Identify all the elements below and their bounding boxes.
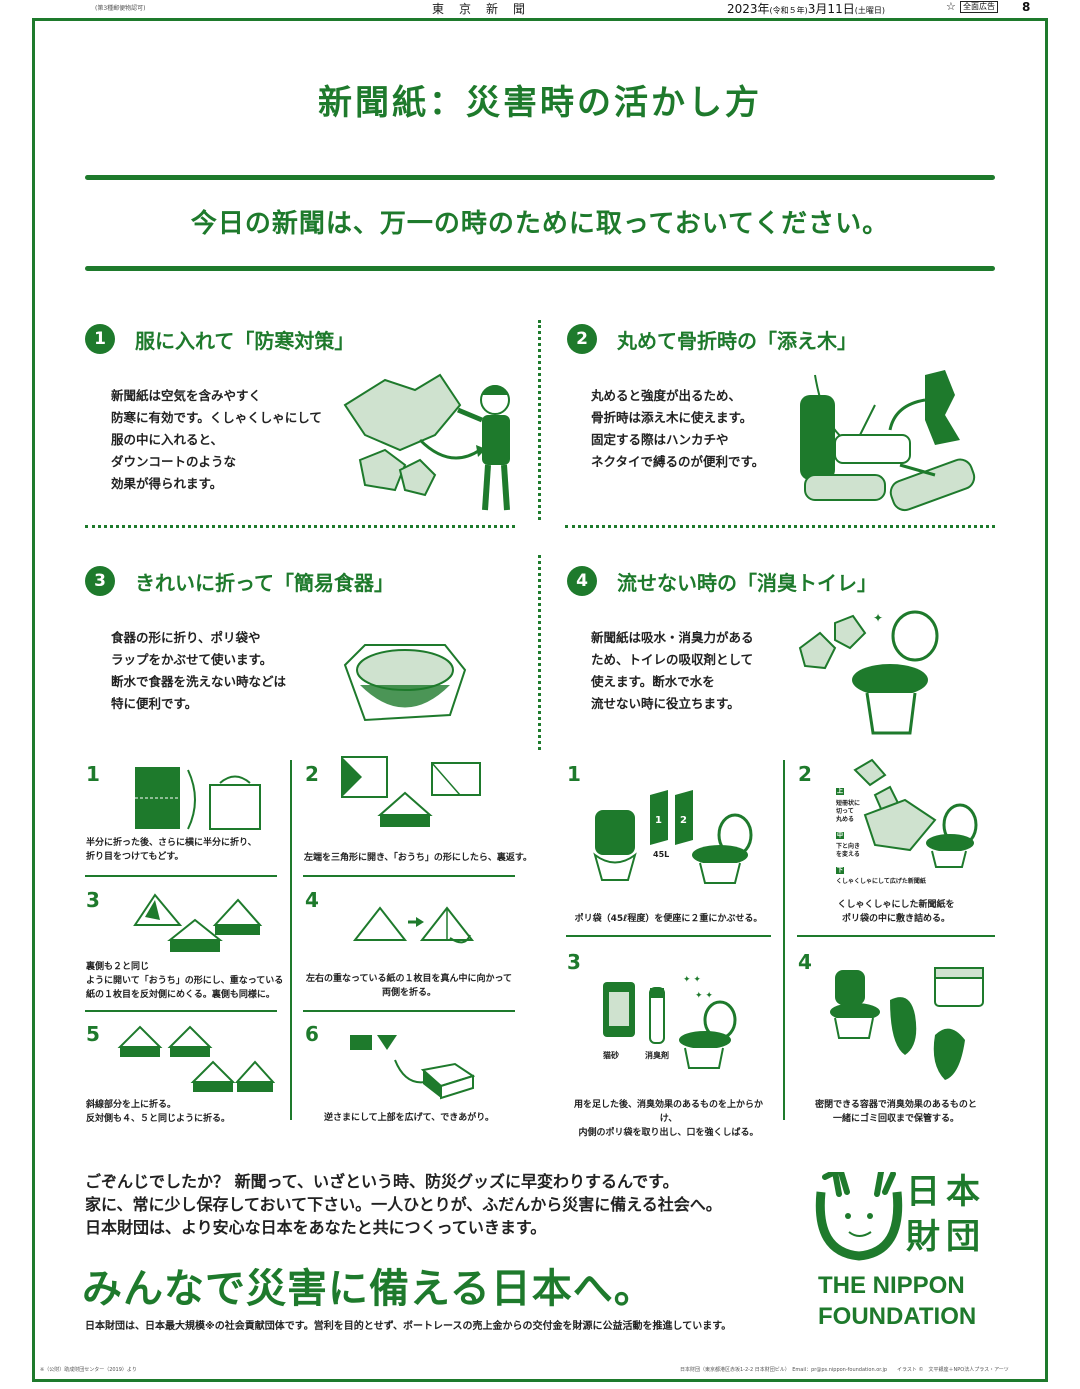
toilet-step-1-number: 1 xyxy=(567,762,581,786)
logo-jp-line-2: 財団 xyxy=(906,1217,986,1257)
fold-grid-h1b xyxy=(303,875,515,877)
fold-grid-h2b xyxy=(303,1010,515,1012)
fold-step-2-number: 2 xyxy=(305,762,319,786)
section-3-text: 食器の形に折り、ポリ袋や ラップをかぶせて使います。 断水で食器を洗えない時など… xyxy=(111,630,287,711)
fold-step-1-illustration xyxy=(135,767,261,830)
label-mid-text: 下と向き を変える xyxy=(836,843,861,858)
section-divider-h-left xyxy=(85,525,515,528)
fold-step-5-caption: 斜線部分を上に折る。 反対側も４、５と同じように折る。 xyxy=(86,1100,231,1124)
fold-step-3-caption: 裏側も２と同じ ように開いて「おうち」の形にし、重なっている 紙の１枚目を反対側… xyxy=(86,962,284,1000)
fold-step-1-number: 1 xyxy=(86,762,100,786)
page-title: 新聞紙：災害時の活かし方 xyxy=(318,83,762,123)
nippon-foundation-smile-logo xyxy=(815,1172,903,1261)
fold-step-1-caption: 半分に折った後、さらに横に半分に折り、 折り目をつけてもどす。 xyxy=(86,838,257,862)
label-bottom: 下 xyxy=(836,867,845,874)
section-4-text: 新聞紙は吸水・消臭力がある ため、トイレの吸収剤として 使えます。断水で水を 流… xyxy=(591,630,754,711)
star-icon: ☆ xyxy=(946,0,956,13)
toilet-step-3-number: 3 xyxy=(567,950,581,974)
bag-size-label: 45L xyxy=(653,850,669,859)
title-divider xyxy=(85,175,995,180)
label-top: 上 xyxy=(836,788,845,795)
fold-step-2-illustration xyxy=(341,756,481,827)
section-1-heading: 1 服に入れて「防寒対策」 xyxy=(85,324,354,354)
fold-step-5-illustration xyxy=(117,1025,275,1092)
section-4-number: 4 xyxy=(567,566,597,596)
section-2-number: 2 xyxy=(567,324,597,354)
section-2-text: 丸めると強度が出るため、 骨折時は添え木に使えます。 固定する際はハンカチや ネ… xyxy=(591,388,765,469)
page-number: 8 xyxy=(1022,0,1031,14)
page-subtitle: 今日の新聞は、万一の時のために取っておいてください。 xyxy=(190,209,890,239)
section-1-title: 服に入れて「防寒対策」 xyxy=(135,328,355,353)
section-1-number: 1 xyxy=(85,324,115,354)
label-bottom-text: くしゃくしゃにして広げた新聞紙 xyxy=(836,878,926,885)
fold-step-4-illustration xyxy=(352,906,475,944)
logo-jp-line-1: 日本 xyxy=(906,1172,986,1212)
label-mid: 中 xyxy=(836,832,845,839)
fold-step-3-illustration xyxy=(133,893,263,952)
section-2-title: 丸めて骨折時の「添え木」 xyxy=(617,328,857,353)
fold-step-6-illustration xyxy=(350,1035,475,1100)
svg-text:✦: ✦ xyxy=(873,611,883,625)
svg-text:✦ ✦: ✦ ✦ xyxy=(695,991,713,1001)
ad-frame xyxy=(32,18,1048,1382)
section-divider-vertical-bottom xyxy=(538,555,541,750)
toilet-step-2-number: 2 xyxy=(798,762,812,786)
toilet-grid-vline xyxy=(783,760,785,1120)
footnote-credits: 日本財団（東京都港区赤坂1-2-2 日本財団ビル） Email：pr@ps.ni… xyxy=(680,1367,1009,1373)
cat-litter-label: 猫砂 xyxy=(602,1050,619,1060)
fold-grid-h2a xyxy=(85,1010,277,1012)
newspaper-name: 東京新聞 xyxy=(432,2,541,16)
section-3-number: 3 xyxy=(85,566,115,596)
fold-step-4-number: 4 xyxy=(305,888,319,912)
svg-text:✦ ✦: ✦ ✦ xyxy=(683,975,701,985)
footnote-source: ※（公財）助成財団センター（2019）より xyxy=(40,1367,137,1373)
toilet-step-3-illustration: 猫砂 消臭剤 ✦ ✦ ✦ ✦ xyxy=(602,975,737,1069)
slogan: みんなで災害に備える日本へ。 xyxy=(82,1266,655,1312)
fold-step-2-caption: 左端を三角形に開き、「おうち」の形にしたら、裏返す。 xyxy=(304,853,532,863)
section-4-title: 流せない時の「消臭トイレ」 xyxy=(617,570,877,595)
fold-grid-vline xyxy=(290,760,292,1120)
warmth-illustration xyxy=(343,373,510,511)
fold-step-6-number: 6 xyxy=(305,1022,319,1046)
toilet-grid-hb xyxy=(797,935,995,937)
section-divider-vertical-top xyxy=(538,320,541,520)
paper-dish-illustration xyxy=(343,644,467,722)
toilet-step-3-caption: 用を足した後、消臭効果のあるものを上からかけ、 内側のポリ袋を取り出し、口を強く… xyxy=(573,1100,763,1138)
section-4-heading: 4 流せない時の「消臭トイレ」 xyxy=(567,566,877,596)
toilet-step-4-illustration xyxy=(830,967,984,1080)
label-top-text: 短冊状に 切って 丸める xyxy=(836,800,861,823)
section-2-heading: 2 丸めて骨折時の「添え木」 xyxy=(567,324,857,354)
toilet-step-1-illustration: 1 2 45L xyxy=(593,790,753,884)
logo-en-line-1: THE NIPPON xyxy=(818,1272,965,1299)
fold-step-5-number: 5 xyxy=(86,1022,100,1046)
full-page-ad-label: 全面広告 xyxy=(960,1,998,13)
issue-date: 2023年(令和５年)3月11日(土曜日) xyxy=(727,2,885,16)
closing-message: ごぞんじでしたか？ 新聞って、いざという時、防災グッズに早変わりするんです。 家… xyxy=(85,1172,722,1237)
fold-step-4-caption: 左右の重なっている紙の１枚目を真ん中に向かって 両側を折る。 xyxy=(305,974,513,998)
fold-step-6-caption: 逆さまにして上部を広げて、できあがり。 xyxy=(323,1113,495,1123)
section-3-heading: 3 きれいに折って「簡易食器」 xyxy=(85,566,394,596)
section-1-text: 新聞紙は空気を含みやすく 防寒に有効です。くしゃくしゃにして 服の中に入れると、… xyxy=(111,388,322,491)
toilet-step-2-caption: くしゃくしゃにした新聞紙を ポリ袋の中に敷き詰める。 xyxy=(837,900,955,924)
bag-1-label: 1 xyxy=(655,815,662,826)
fold-grid-h1a xyxy=(85,875,277,877)
toilet-step-2-illustration xyxy=(853,758,978,868)
toilet-step-4-caption: 密閉できる容器で消臭効果のあるものと 一緒にゴミ回収まで保管する。 xyxy=(815,1100,977,1124)
logo-en-line-2: FOUNDATION xyxy=(818,1303,977,1330)
subtitle-divider xyxy=(85,266,995,271)
bag-2-label: 2 xyxy=(680,815,687,826)
section-3-title: きれいに折って「簡易食器」 xyxy=(135,570,394,595)
masthead: (第3種郵便物認可) 東京新聞 2023年(令和５年)3月11日(土曜日) ☆ … xyxy=(0,0,1080,16)
fold-step-3-number: 3 xyxy=(86,888,100,912)
toilet-illustration: ✦ xyxy=(798,610,939,735)
section-divider-h-right xyxy=(565,525,995,528)
splint-illustration xyxy=(800,370,976,512)
toilet-grid-ha xyxy=(566,935,771,937)
foundation-note: 日本財団は、日本最大規模※の社会貢献団体です。営利を目的とせず、ボートレースの売… xyxy=(85,1321,732,1332)
postal-permit: (第3種郵便物認可) xyxy=(95,5,146,12)
toilet-step-1-caption: ポリ袋（45ℓ程度）を便座に２重にかぶせる。 xyxy=(574,914,763,924)
toilet-step-4-number: 4 xyxy=(798,950,812,974)
deodorant-label: 消臭剤 xyxy=(645,1050,669,1060)
